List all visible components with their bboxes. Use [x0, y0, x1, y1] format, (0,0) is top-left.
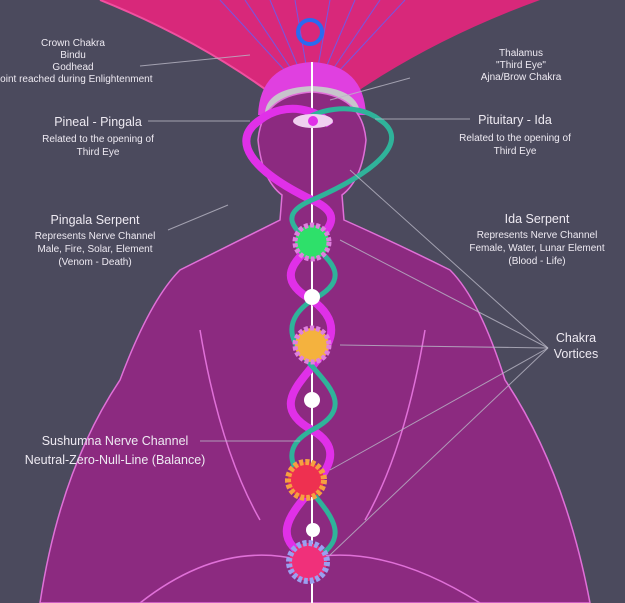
label-sushumna: Sushumna Nerve Channel Neutral-Zero-Null…	[25, 434, 206, 467]
svg-text:Male, Fire, Solar, Element: Male, Fire, Solar, Element	[37, 244, 152, 255]
node-dot	[306, 523, 320, 537]
node-dot	[304, 392, 320, 408]
svg-text:Female, Water, Lunar Element: Female, Water, Lunar Element	[469, 243, 604, 254]
svg-text:Ajna/Brow Chakra: Ajna/Brow Chakra	[481, 72, 562, 83]
label-pingala-serpent: Pingala Serpent Represents Nerve Channel…	[35, 213, 156, 268]
svg-text:Related to the opening of: Related to the opening of	[42, 134, 154, 145]
svg-text:Vortices: Vortices	[554, 347, 598, 361]
pingala-channel	[242, 104, 336, 564]
label-pituitary: Pituitary - Ida Related to the opening o…	[459, 113, 571, 157]
svg-text:Neutral-Zero-Null-Line (Balanc: Neutral-Zero-Null-Line (Balance)	[25, 453, 206, 467]
label-crown: Crown Chakra Bindu Godhead Point reached…	[0, 38, 153, 85]
label-pineal: Pineal - Pingala Related to the opening …	[42, 115, 154, 158]
label-thalamus: Thalamus "Third Eye" Ajna/Brow Chakra	[481, 48, 562, 83]
svg-text:Godhead: Godhead	[52, 62, 93, 73]
svg-text:Crown Chakra: Crown Chakra	[41, 38, 105, 49]
svg-text:Point reached during Enlighten: Point reached during Enlightenment	[0, 74, 153, 85]
svg-text:Ida Serpent: Ida Serpent	[505, 212, 570, 226]
label-chakra-vortices: Chakra Vortices	[554, 331, 598, 361]
svg-text:Represents Nerve Channel: Represents Nerve Channel	[477, 230, 598, 241]
svg-text:(Venom - Death): (Venom - Death)	[58, 257, 131, 268]
leader-lines	[139, 54, 549, 556]
svg-text:Chakra: Chakra	[556, 331, 596, 345]
solar-plexus-chakra	[292, 325, 332, 365]
svg-text:Pineal - Pingala: Pineal - Pingala	[54, 115, 142, 129]
svg-text:Thalamus: Thalamus	[499, 48, 543, 59]
svg-text:Bindu: Bindu	[60, 50, 86, 61]
third-eye-icon	[293, 114, 333, 128]
svg-text:"Third Eye": "Third Eye"	[496, 60, 546, 71]
svg-text:Related to the opening of: Related to the opening of	[459, 133, 571, 144]
heart-chakra	[292, 222, 332, 262]
svg-text:Sushumna Nerve Channel: Sushumna Nerve Channel	[42, 434, 189, 448]
crown-chakra-ring	[296, 18, 324, 46]
svg-text:(Blood - Life): (Blood - Life)	[508, 256, 565, 267]
root-chakra	[286, 540, 330, 584]
node-dot	[304, 289, 320, 305]
sacral-chakra	[285, 459, 327, 501]
svg-text:Pituitary - Ida: Pituitary - Ida	[478, 113, 552, 127]
svg-text:Third Eye: Third Eye	[494, 146, 537, 157]
label-ida-serpent: Ida Serpent Represents Nerve Channel Fem…	[469, 212, 604, 267]
svg-text:Represents Nerve Channel: Represents Nerve Channel	[35, 231, 156, 242]
svg-text:Pingala Serpent: Pingala Serpent	[51, 213, 140, 227]
svg-text:Third Eye: Third Eye	[77, 147, 120, 158]
